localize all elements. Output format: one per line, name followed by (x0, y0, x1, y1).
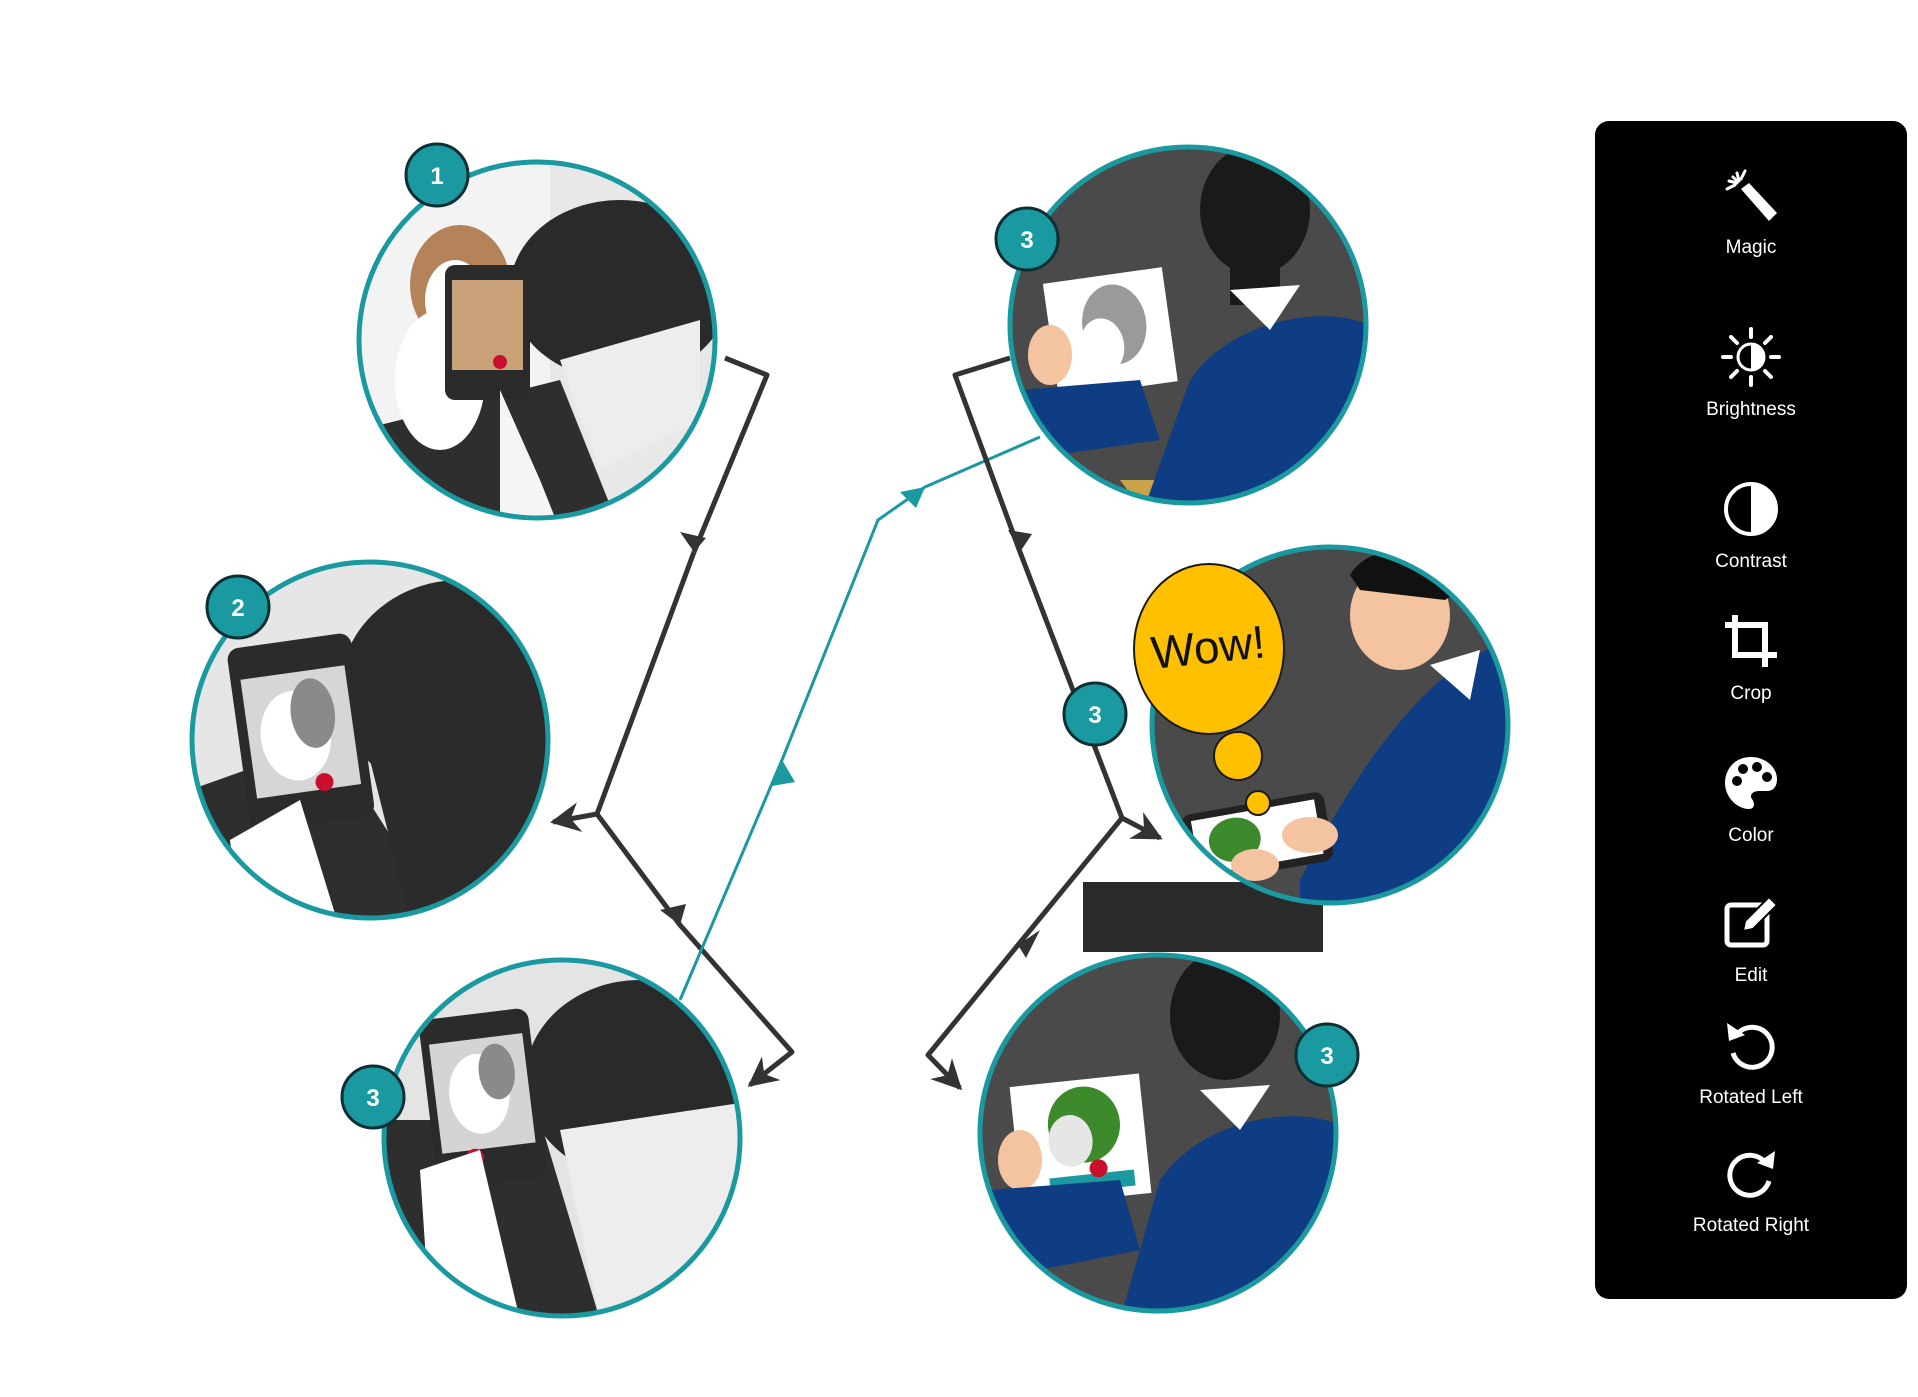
step-badge-3-final: 3 (1294, 1022, 1360, 1088)
step3-share-frame (381, 957, 743, 1319)
step-number: 3 (1020, 227, 1033, 254)
palette-icon (1725, 757, 1777, 809)
speech-bubble-tail-large (1213, 731, 1263, 781)
step2-frame (189, 559, 551, 921)
step1-scene (356, 159, 718, 521)
rotate-left-icon (1727, 1023, 1775, 1070)
teal-arrowheads (772, 487, 925, 786)
arrowhead (660, 904, 686, 925)
connector-arrowheads-left (660, 532, 706, 925)
tool-rotate-right[interactable]: Rotated Right (1595, 1141, 1907, 1251)
tool-brightness[interactable]: Brightness (1595, 325, 1907, 435)
connector-teal (678, 435, 1041, 1001)
tool-magic[interactable]: Magic (1595, 163, 1907, 273)
flow-connector-teal (678, 435, 1041, 1001)
step-badge-3-share: 3 (340, 1064, 406, 1130)
connector-to-step2 (550, 551, 697, 832)
tool-label: Rotated Right (1692, 1215, 1810, 1236)
step-badge-2: 2 (205, 574, 271, 640)
arrowhead (1018, 930, 1040, 958)
tool-label: Crop (1730, 683, 1772, 704)
step3-final-scene (977, 952, 1339, 1314)
tool-edit[interactable]: Edit (1595, 891, 1907, 1001)
step-badge-1: 1 (404, 142, 470, 208)
arrowhead (772, 760, 795, 786)
tool-label: Rotated Left (1699, 1087, 1803, 1108)
tool-color[interactable]: Color (1595, 751, 1907, 861)
step3-tablet-frame (1007, 144, 1369, 506)
tool-label: Color (1728, 825, 1774, 846)
tool-rotate-left[interactable]: Rotated Left (1595, 1013, 1907, 1123)
tool-label: Brightness (1706, 399, 1796, 420)
tool-crop[interactable]: Crop (1595, 609, 1907, 719)
flow-connectors-left (550, 355, 795, 1087)
connector-step1-to-step2 (691, 355, 770, 553)
rotate-right-icon (1727, 1151, 1775, 1198)
speech-bubble: Wow! (1133, 563, 1285, 816)
arrowhead (680, 532, 706, 552)
contrast-icon (1724, 482, 1778, 536)
crop-icon (1725, 615, 1777, 667)
step-number: 3 (366, 1085, 379, 1112)
tool-label: Magic (1725, 237, 1777, 258)
tool-label: Edit (1734, 965, 1768, 986)
step3-tablet-scene (1007, 144, 1369, 506)
connector-arrowheads-right (1008, 530, 1040, 958)
speech-bubble-tail-small (1245, 790, 1271, 816)
connector-to-final (925, 816, 1124, 1091)
tool-contrast[interactable]: Contrast (1595, 477, 1907, 587)
step-number: 3 (1320, 1043, 1333, 1070)
step-badge-3-wow: 3 (1062, 681, 1128, 747)
step-number: 2 (231, 595, 244, 622)
step-badge-3-tablet: 3 (994, 206, 1060, 272)
step3-wow-frame (1149, 544, 1511, 906)
connector-to-step3 (594, 812, 795, 1087)
brightness-icon (1721, 327, 1781, 387)
editing-toolbar: Magic Brightness Contrast Crop (1595, 121, 1907, 1299)
step3-share-scene (381, 957, 743, 1319)
arrowhead (900, 487, 925, 508)
edit-icon (1724, 895, 1779, 948)
magic-wand-icon (1725, 169, 1777, 221)
step-number: 3 (1088, 702, 1101, 729)
speech-bubble-main (1133, 563, 1285, 735)
tool-label: Contrast (1715, 551, 1787, 572)
arrowhead (1008, 530, 1032, 552)
speech-bubble-text: Wow! (1149, 615, 1268, 679)
step3-final-frame (977, 952, 1339, 1314)
step-number: 1 (430, 163, 443, 190)
step1-frame (356, 159, 718, 521)
